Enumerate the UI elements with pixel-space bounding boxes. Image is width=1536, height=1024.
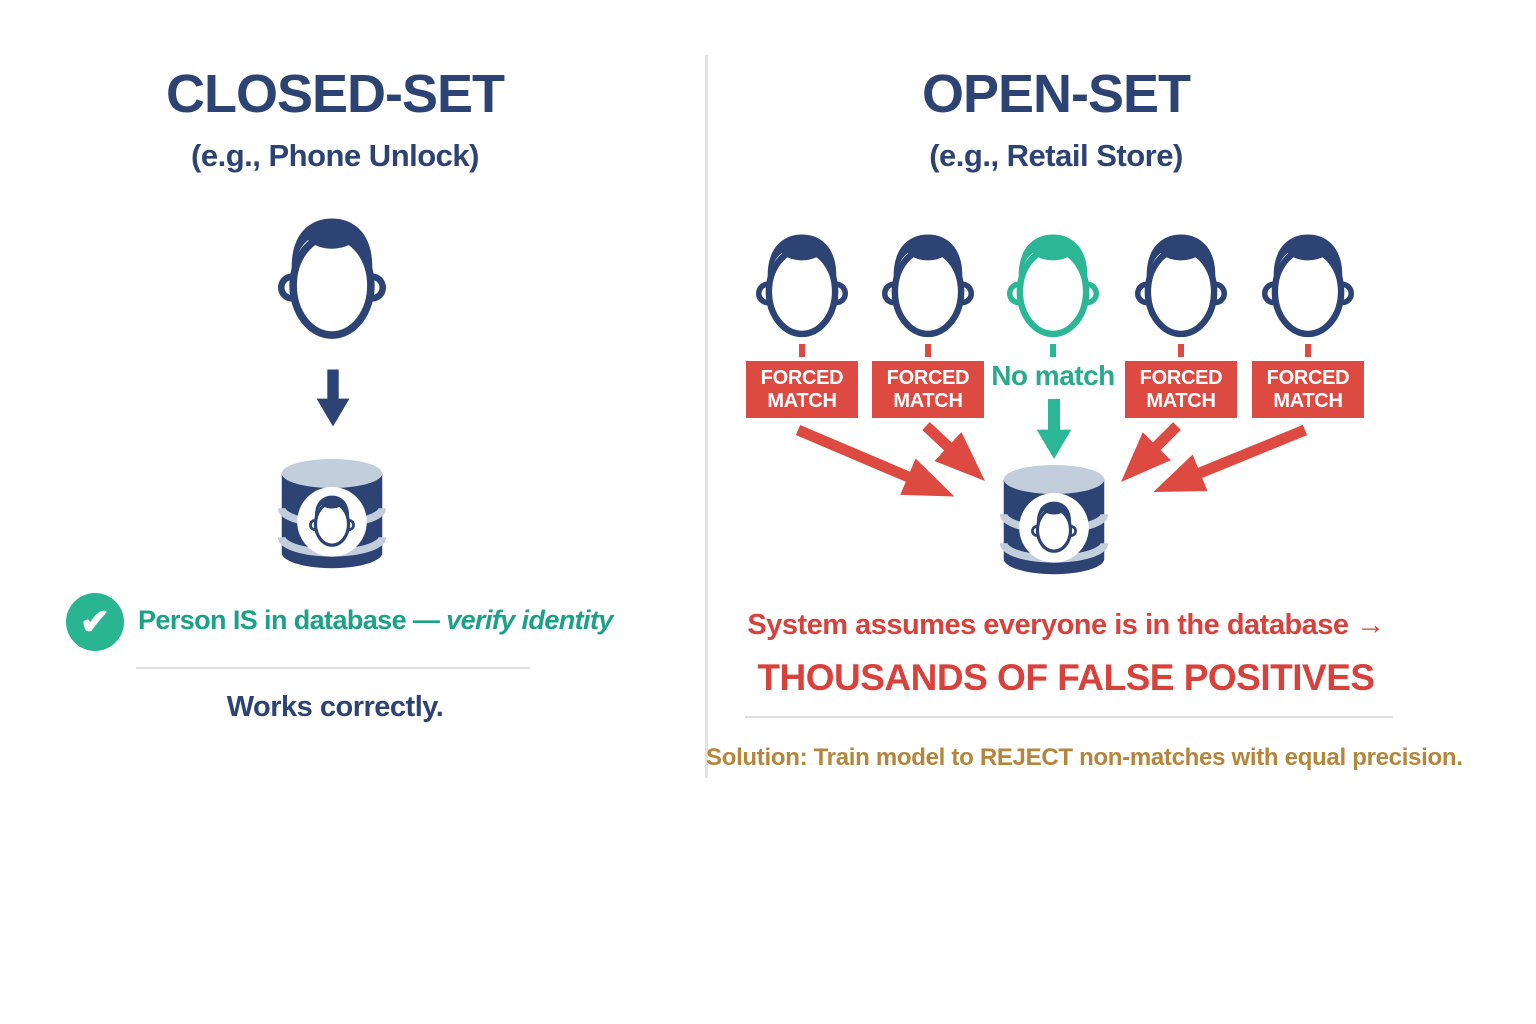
checkmark-icon: ✔ — [66, 593, 124, 651]
open-set-panel: OPEN-SET (e.g., Retail Store) — [706, 0, 1536, 820]
open-set-subtitle: (e.g., Retail Store) — [929, 138, 1183, 173]
forced-match-badge: FORCED MATCH — [746, 361, 858, 418]
face-database-icon — [274, 452, 390, 580]
forced-match-badge: FORCED MATCH — [1125, 361, 1237, 418]
connector-tick — [1178, 344, 1184, 357]
closed-set-result-text: Person IS in database — verify identity — [138, 605, 613, 636]
open-set-result-line2: THOUSANDS OF FALSE POSITIVES — [757, 657, 1375, 698]
person-head-icon — [756, 232, 848, 342]
person-head-unknown-icon — [1007, 232, 1099, 342]
face-database-icon — [996, 458, 1112, 586]
person-head-icon — [278, 216, 386, 344]
right-divider — [745, 716, 1393, 718]
panel-divider — [705, 55, 708, 778]
closed-set-panel: CLOSED-SET (e.g., Phone Unlock) ✔ Person… — [0, 0, 670, 800]
teal-down-arrow-icon — [1034, 397, 1074, 461]
closed-set-footer: Works correctly. — [226, 691, 444, 723]
check-text-italic: verify identity — [446, 605, 613, 635]
forced-match-badge: FORCED MATCH — [872, 361, 984, 418]
closed-set-subtitle: (e.g., Phone Unlock) — [191, 138, 479, 173]
connector-tick — [1305, 344, 1311, 357]
connector-tick — [1050, 344, 1056, 357]
check-text: Person IS in database — — [138, 605, 447, 635]
closed-set-title: CLOSED-SET — [165, 64, 505, 124]
solution-text: Solution: Train model to REJECT non-matc… — [706, 744, 1463, 771]
left-divider — [136, 667, 530, 669]
open-set-title: OPEN-SET — [921, 64, 1191, 124]
no-match-label: No match — [991, 360, 1115, 391]
person-head-icon — [882, 232, 974, 342]
connector-tick — [799, 344, 805, 357]
person-head-icon — [1262, 232, 1354, 342]
down-arrow-icon — [314, 354, 352, 442]
connector-tick — [925, 344, 931, 357]
open-set-result-line1: System assumes everyone is in the databa… — [747, 609, 1385, 641]
person-head-icon — [1135, 232, 1227, 342]
forced-match-badge: FORCED MATCH — [1252, 361, 1364, 418]
